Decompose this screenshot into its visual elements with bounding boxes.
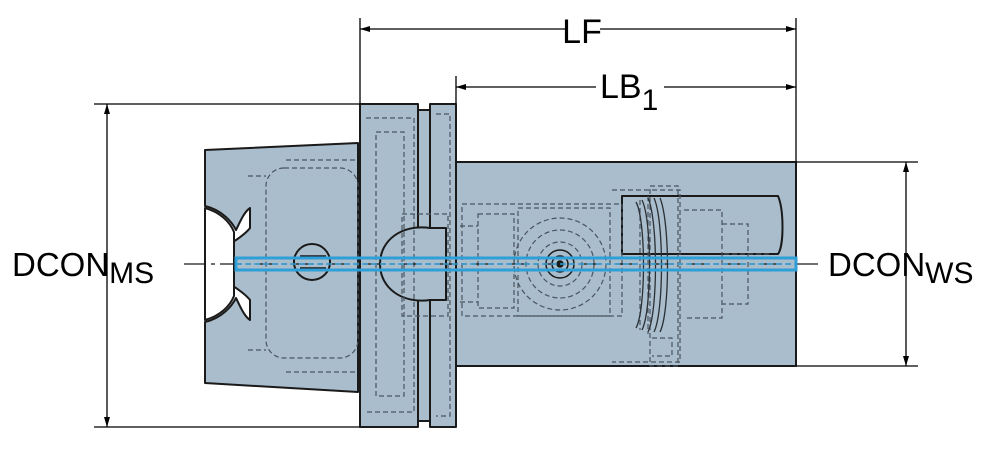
tool-holder-body <box>204 103 797 428</box>
dcon-ws-label-main: DCON <box>828 246 925 283</box>
dcon-ms-label: DCONMS <box>12 246 154 290</box>
dimension-lines <box>94 18 918 428</box>
drive-slot <box>204 207 235 321</box>
lf-label: LF <box>562 13 602 51</box>
lb1-label-subscript: 1 <box>642 84 659 117</box>
dcon-ms-label-main: DCON <box>12 246 109 283</box>
dcon-ws-label-subscript: WS <box>925 257 973 290</box>
spring-coils <box>635 197 669 333</box>
dcon-ms-label-subscript: MS <box>109 257 154 290</box>
lb1-label-main: LB <box>600 68 642 106</box>
clamp-hole <box>293 243 331 281</box>
dcon-ws-label: DCONWS <box>828 246 974 290</box>
lb1-label: LB1 <box>600 68 658 117</box>
locking-pin <box>621 195 784 255</box>
